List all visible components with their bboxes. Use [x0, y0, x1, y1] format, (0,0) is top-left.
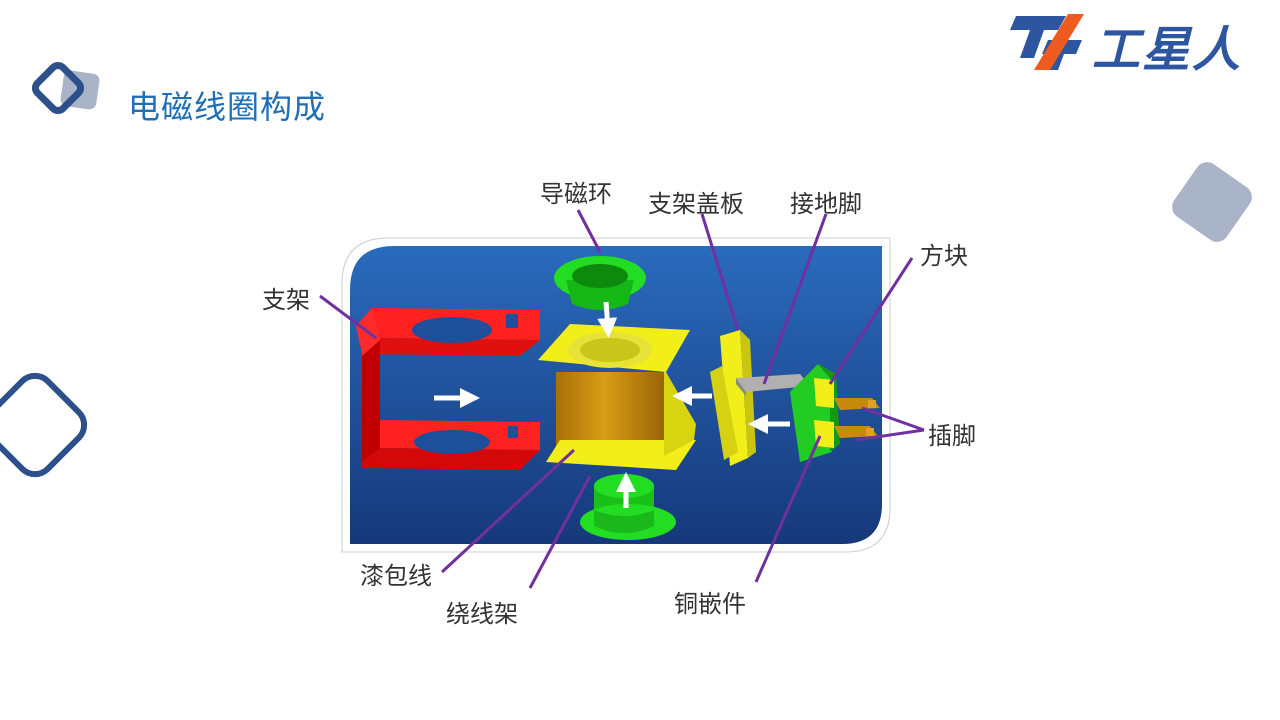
leader-lines: [319, 209, 925, 589]
brand-logo-text: 工星人: [1092, 22, 1243, 78]
magnetic-ring-top: [554, 256, 646, 310]
left-outline-diamond-icon: [0, 372, 88, 478]
page-title: 电磁线圈构成: [128, 88, 327, 126]
square-block-part: [790, 364, 840, 462]
title-decoration-icon: [31, 61, 100, 115]
brand-logo-icon: [1010, 14, 1084, 70]
label-copper-insert: 铜嵌件: [674, 590, 746, 618]
right-gray-diamond-icon: [1172, 162, 1252, 242]
assembly-arrows: [434, 301, 790, 508]
label-magnetic-ring: 导磁环: [540, 180, 612, 208]
label-square-block: 方块: [920, 242, 968, 270]
ground-pin-part: [736, 374, 810, 396]
label-bracket: 支架: [262, 286, 310, 314]
label-bracket-cover: 支架盖板: [648, 190, 744, 218]
label-enameled-wire: 漆包线: [360, 562, 432, 590]
plug-pins-part: [834, 398, 880, 438]
bracket-part: [356, 308, 540, 470]
bobbin-coil-part: [538, 324, 696, 470]
label-bobbin: 绕线架: [446, 600, 518, 628]
label-plug-pin: 插脚: [928, 422, 976, 450]
label-ground-pin: 接地脚: [790, 190, 862, 218]
